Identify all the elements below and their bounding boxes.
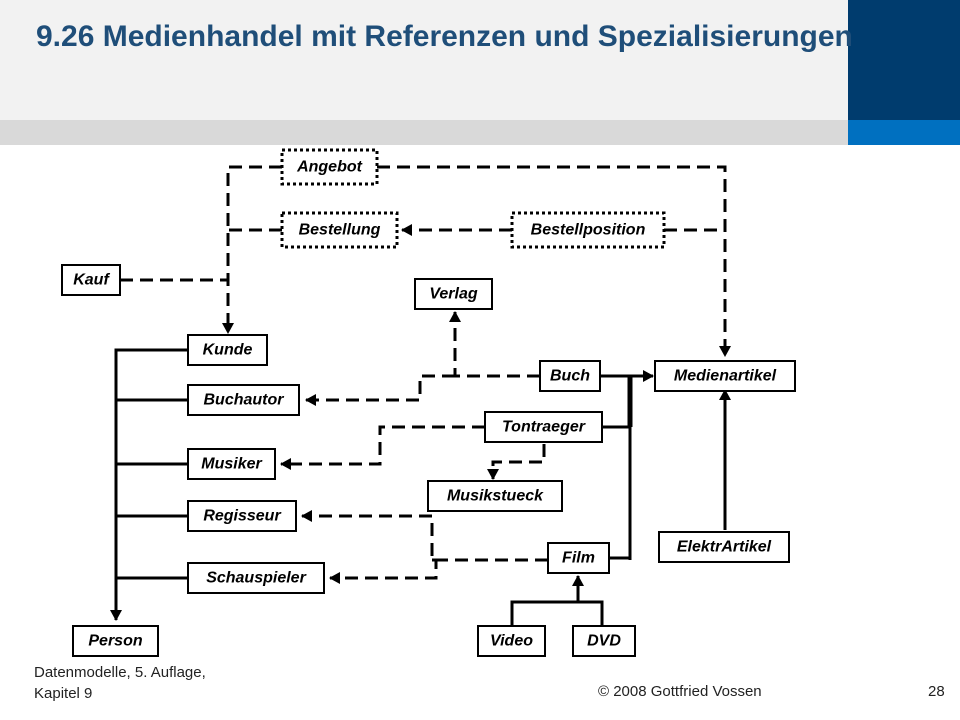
node-musikstueck-box (427, 480, 563, 512)
footer-source-line2: Kapitel 9 (34, 685, 93, 702)
node-angebot-box (280, 148, 379, 186)
node-bestellung: Bestellung (299, 222, 381, 239)
edge-buch-buchautor (305, 374, 455, 406)
accent-block-dark (848, 0, 960, 120)
node-person: Person (88, 633, 142, 650)
node-tontraeger-box (484, 411, 603, 443)
edge-angebot-kunde (222, 165, 282, 334)
node-kunde: Kunde (203, 342, 253, 359)
footer-copyright: © 2008 Gottfried Vossen (598, 683, 762, 700)
node-schauspieler: Schauspieler (206, 570, 306, 587)
edge-angebot-medienartikel (377, 165, 731, 357)
node-angebot: Angebot (296, 159, 363, 176)
node-kauf-box (61, 264, 121, 296)
node-kauf: Kauf (73, 272, 110, 289)
node-bestellposition: Bestellposition (531, 222, 646, 239)
node-dvd-box (572, 625, 636, 657)
edge-video-dvd-film (510, 600, 604, 630)
node-person-box (72, 625, 159, 657)
header-stripe (0, 120, 848, 145)
reference-edges (120, 165, 731, 584)
node-musiker: Musiker (201, 456, 262, 473)
footer-source-line1: Datenmodelle, 5. Auflage, (34, 664, 206, 681)
node-buch-box (539, 360, 601, 392)
node-video: Video (490, 633, 533, 650)
node-video-box (477, 625, 546, 657)
node-film: Film (562, 550, 595, 567)
edge-person-hierarchy (110, 348, 188, 621)
node-elektrartikel: ElektrArtikel (677, 539, 772, 556)
edge-tontraeger-musiker (280, 425, 485, 470)
slide-title: 9.26 Medienhandel mit Referenzen und Spe… (36, 20, 853, 53)
node-tontraeger: Tontraeger (502, 419, 586, 436)
entity-labels: Angebot Bestellung Bestellposition Kauf … (73, 159, 776, 650)
node-buchautor: Buchautor (204, 392, 285, 409)
node-verlag: Verlag (429, 286, 478, 303)
node-kunde-box (187, 334, 268, 366)
node-buchautor-box (187, 384, 300, 416)
header-background (0, 0, 848, 120)
node-buch: Buch (550, 368, 590, 385)
node-elektrartikel-box (658, 531, 790, 563)
node-schauspieler-box (187, 562, 325, 594)
node-bestellung-box (280, 211, 399, 249)
footer-source: Datenmodelle, 5. Auflage, Kapitel 9 (34, 662, 206, 704)
edge-tontraeger-musikstueck (487, 444, 546, 480)
node-medienartikel: Medienartikel (674, 368, 777, 385)
node-musikstueck: Musikstueck (447, 488, 544, 505)
edge-film-regisseur (301, 510, 548, 562)
node-medienartikel-box (654, 360, 796, 392)
node-dvd: DVD (587, 633, 621, 650)
node-verlag-box (414, 278, 493, 310)
node-regisseur-box (187, 500, 297, 532)
accent-block-light (848, 120, 960, 145)
specialization-edges (110, 348, 731, 630)
node-film-box (547, 542, 610, 574)
edge-film-schauspieler (329, 558, 438, 584)
node-musiker-box (187, 448, 276, 480)
edge-buch-verlag (449, 311, 540, 378)
node-bestellposition-box (510, 211, 666, 249)
entity-boxes (61, 148, 796, 657)
node-regisseur: Regisseur (203, 508, 281, 525)
page-number: 28 (928, 683, 945, 700)
